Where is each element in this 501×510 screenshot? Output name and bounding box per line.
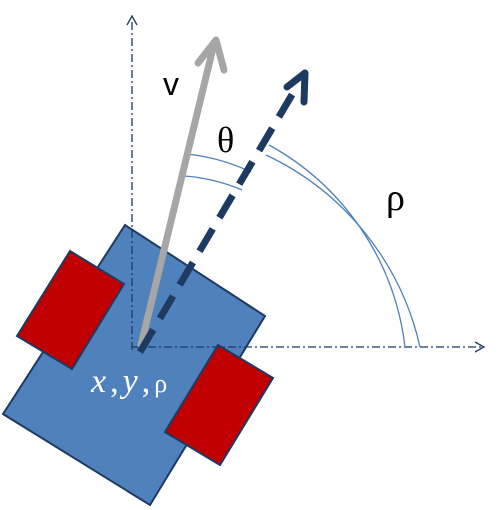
heading-arrow	[136, 69, 309, 354]
x-axis	[132, 341, 486, 353]
rho-angle-arcs	[265, 144, 421, 348]
pose-rho: ρ	[154, 369, 167, 398]
theta-label: θ	[217, 120, 234, 160]
pose-x: x	[90, 363, 106, 400]
pose-sep-2: ,	[142, 363, 151, 400]
rho-label: ρ	[386, 177, 405, 219]
left-wheel	[15, 249, 126, 371]
pose-label: x , y , ρ	[90, 363, 167, 400]
right-wheel	[163, 343, 275, 467]
pose-sep-1: ,	[110, 363, 119, 400]
pose-y: y	[120, 363, 139, 400]
y-axis	[126, 14, 138, 350]
velocity-arrow	[137, 36, 228, 349]
velocity-label: v	[163, 66, 179, 102]
